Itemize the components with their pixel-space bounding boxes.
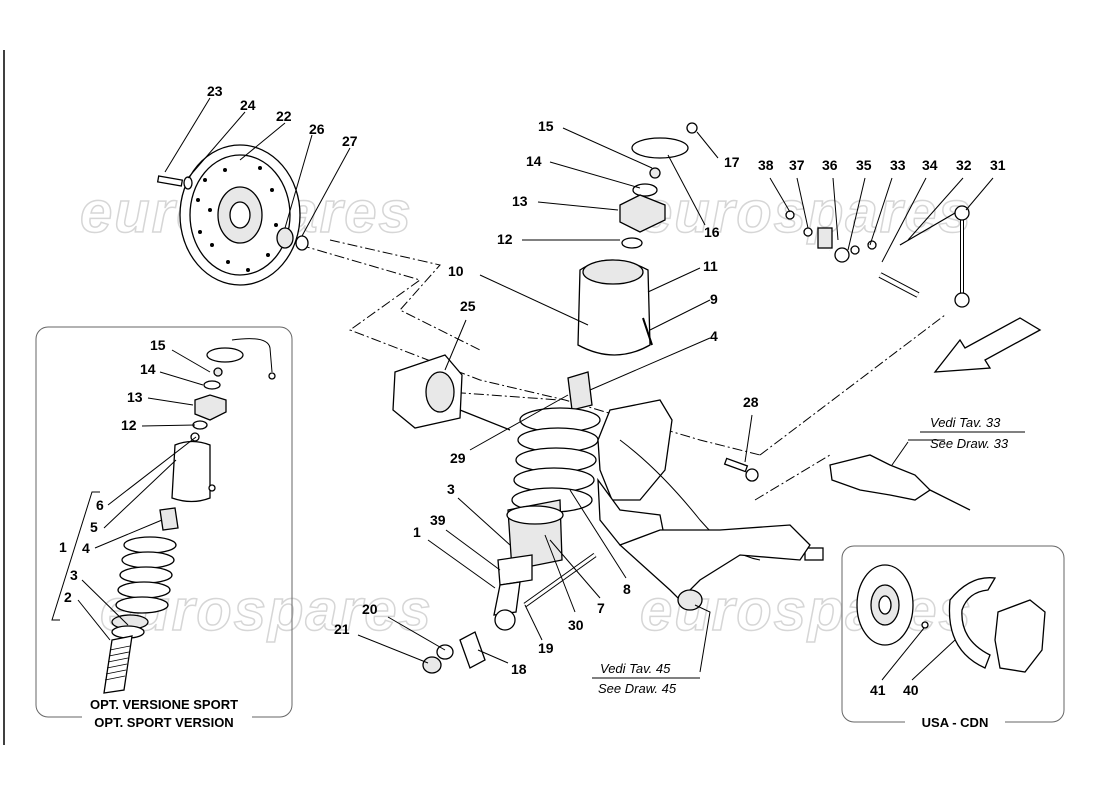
callout-17: 17 (724, 154, 740, 170)
bolt (723, 457, 759, 482)
callout-27: 27 (342, 133, 358, 149)
callout-34: 34 (922, 157, 938, 173)
callout-16: 16 (704, 224, 720, 240)
callout-26: 26 (309, 121, 325, 137)
reference-45: Vedi Tav. 45 See Draw. 45 (592, 661, 700, 696)
hub-carrier (392, 354, 511, 431)
callout-33: 33 (890, 157, 906, 173)
sport-callout-4: 4 (82, 540, 90, 556)
callout-35: 35 (856, 157, 872, 173)
ref-draw45-en: See Draw. 45 (598, 681, 677, 696)
callout-4: 4 (710, 328, 718, 344)
callout-37: 37 (789, 157, 805, 173)
callout-38: 38 (758, 157, 774, 173)
coil-spring (493, 407, 601, 631)
bump-stop (567, 371, 593, 411)
sport-callout-6: 6 (96, 497, 104, 513)
sport-callout-13: 13 (127, 389, 143, 405)
callout-25: 25 (460, 298, 476, 314)
callout-14: 14 (526, 153, 542, 169)
usa-callout-40: 40 (903, 682, 919, 698)
sport-callout-1: 1 (59, 539, 67, 555)
callout-19: 19 (538, 640, 554, 656)
driveshaft (829, 454, 971, 511)
callout-28: 28 (743, 394, 759, 410)
callout-1: 1 (413, 524, 421, 540)
sport-callout-15: 15 (150, 337, 166, 353)
callout-8: 8 (623, 581, 631, 597)
anti-roll-bar (785, 205, 970, 321)
reference-33: Vedi Tav. 33 See Draw. 33 (920, 415, 1025, 451)
upright-knuckle (597, 399, 824, 561)
callout-22: 22 (276, 108, 292, 124)
callout-10: 10 (448, 263, 464, 279)
sport-label-it: OPT. VERSIONE SPORT (90, 697, 238, 712)
callout-30: 30 (568, 617, 584, 633)
usa-cdn-label: USA - CDN (922, 715, 989, 730)
sport-callout-2: 2 (64, 589, 72, 605)
strut-top-mount (577, 122, 698, 356)
sport-callout-3: 3 (70, 567, 78, 583)
ref-draw33-it: Vedi Tav. 33 (930, 415, 1001, 430)
callout-9: 9 (710, 291, 718, 307)
callout-13: 13 (512, 193, 528, 209)
usa-callout-41: 41 (870, 682, 886, 698)
sport-callout-12: 12 (121, 417, 137, 433)
callout-24: 24 (240, 97, 256, 113)
callout-18: 18 (511, 661, 527, 677)
callout-31: 31 (990, 157, 1006, 173)
watermark-text: eurospares (640, 578, 973, 643)
brake-disc (156, 144, 309, 286)
ref-draw33-en: See Draw. 33 (930, 436, 1009, 451)
bolt (523, 552, 597, 608)
sport-callout-14: 14 (140, 361, 156, 377)
bushings (422, 631, 486, 674)
sport-callout-5: 5 (90, 519, 98, 535)
callout-39: 39 (430, 512, 446, 528)
callout-12: 12 (497, 231, 513, 247)
callout-20: 20 (362, 601, 378, 617)
sport-label-en: OPT. SPORT VERSION (94, 715, 233, 730)
callout-23: 23 (207, 83, 223, 99)
callout-21: 21 (334, 621, 350, 637)
usa-cdn-inset: 41 40 USA - CDN (841, 545, 1065, 732)
callout-29: 29 (450, 450, 466, 466)
ref-draw45-it: Vedi Tav. 45 (600, 661, 671, 676)
callout-11: 11 (703, 258, 718, 274)
callout-3: 3 (447, 481, 455, 497)
leader-lines (164, 97, 994, 673)
sport-version-inset: 15 14 13 12 6 5 4 1 3 2 OPT. VERSIONE SP… (35, 326, 293, 733)
callout-36: 36 (822, 157, 838, 173)
callout-15: 15 (538, 118, 554, 134)
callout-32: 32 (956, 157, 972, 173)
callout-7: 7 (597, 600, 605, 616)
direction-arrow (933, 317, 1042, 373)
callout-numbers: 23 24 22 26 27 15 14 13 12 10 11 9 4 17 … (207, 83, 1006, 677)
